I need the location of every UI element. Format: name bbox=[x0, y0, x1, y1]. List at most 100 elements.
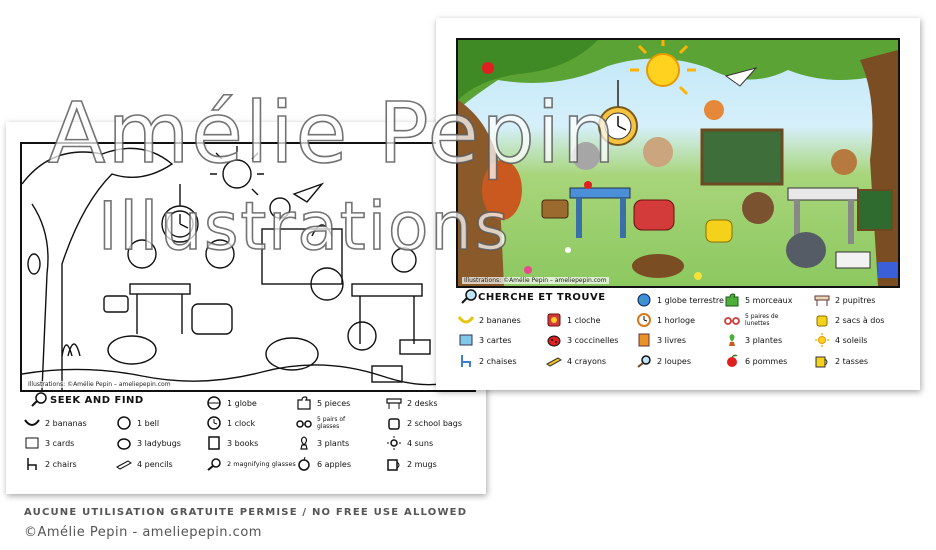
glasses-icon bbox=[724, 313, 740, 327]
coloring-scene-illustration: Illustrations: ©Amélie Pepin – ameliepep… bbox=[20, 142, 476, 392]
legend-item-label: 3 coccinelles bbox=[567, 335, 619, 345]
legend-item: 1 clock bbox=[206, 414, 255, 432]
legend-item: 2 desks bbox=[386, 394, 438, 412]
book-icon bbox=[206, 436, 222, 450]
legend-item-label: 2 mugs bbox=[407, 459, 437, 469]
mug-icon bbox=[386, 457, 402, 471]
globe-icon bbox=[206, 396, 222, 410]
magnifying-glass-icon bbox=[636, 354, 652, 368]
legend-item-label: 3 cartes bbox=[479, 335, 512, 345]
legend-item-label: 1 cloche bbox=[567, 315, 601, 325]
legend-item-label: 1 horloge bbox=[657, 315, 696, 325]
legend-item: 5 paires de lunettes bbox=[724, 311, 787, 329]
color-sheet-french: Illustrations: ©Amélie Pepin – ameliepep… bbox=[436, 18, 920, 390]
legend-item-label: 4 suns bbox=[407, 438, 434, 448]
legend-item-label: 2 school bags bbox=[407, 418, 463, 428]
legend-item-label: 5 pairs of glasses bbox=[317, 416, 346, 430]
puzzle-icon bbox=[724, 293, 740, 307]
legend-item-label: 4 soleils bbox=[835, 335, 868, 345]
legend-item: 6 apples bbox=[296, 455, 351, 473]
legend-item: 2 bananes bbox=[457, 311, 521, 329]
sun-icon bbox=[814, 333, 830, 347]
color-scene-art bbox=[458, 40, 898, 286]
legend-item-label: 6 apples bbox=[317, 459, 352, 469]
map-icon bbox=[458, 333, 474, 347]
legend-item-label: 2 chairs bbox=[45, 459, 77, 469]
legend-item-label: 3 plants bbox=[317, 438, 350, 448]
plant-icon bbox=[724, 333, 740, 347]
legend-item-label: 5 pieces bbox=[317, 398, 351, 408]
legend-item: 4 crayons bbox=[546, 352, 606, 370]
magnifying-glass-icon bbox=[206, 457, 222, 471]
legend-item-label: 2 loupes bbox=[657, 356, 691, 366]
map-icon bbox=[24, 436, 40, 450]
legend-item: 2 school bags bbox=[386, 414, 462, 432]
ladybug-icon bbox=[116, 436, 132, 450]
magnifier-icon bbox=[460, 288, 478, 304]
sun-icon bbox=[386, 436, 402, 450]
legend-item: 5 pairs of glasses bbox=[296, 414, 359, 432]
legend-item: 3 livres bbox=[636, 331, 686, 349]
legend-item: 2 chairs bbox=[24, 455, 77, 473]
legend-item: 3 cartes bbox=[458, 331, 511, 349]
legend-item-label: 2 bananes bbox=[479, 315, 521, 325]
legend-item: 1 globe bbox=[206, 394, 257, 412]
legend-item: 2 chaises bbox=[458, 352, 516, 370]
legend-item: 2 mugs bbox=[386, 455, 437, 473]
chair-icon bbox=[24, 457, 40, 471]
coloring-sheet-english: Illustrations: ©Amélie Pepin – ameliepep… bbox=[6, 122, 486, 494]
desk-icon bbox=[814, 293, 830, 307]
mug-icon bbox=[814, 354, 830, 368]
legend-item-label: 3 plantes bbox=[745, 335, 783, 345]
legend-item: 2 tasses bbox=[814, 352, 868, 370]
plant-icon bbox=[296, 436, 312, 450]
pencil-icon bbox=[546, 354, 562, 368]
bell-icon bbox=[116, 416, 132, 430]
banana-icon bbox=[24, 416, 40, 430]
legend-item: 1 horloge bbox=[636, 311, 695, 329]
legend-item: 2 sacs à dos bbox=[814, 311, 884, 329]
legend-item-label: 2 bananas bbox=[45, 418, 87, 428]
legend-title: SEEK AND FIND bbox=[50, 395, 144, 406]
legend-item: 1 bell bbox=[116, 414, 159, 432]
apple-icon bbox=[296, 456, 312, 471]
legend-item: 3 plantes bbox=[724, 331, 782, 349]
legend-item-label: 3 livres bbox=[657, 335, 687, 345]
legend-item-label: 4 pencils bbox=[137, 459, 173, 469]
legend-item-label: 3 books bbox=[227, 438, 259, 448]
legend-item-label: 6 pommes bbox=[745, 356, 788, 366]
legend-item: 4 soleils bbox=[814, 331, 867, 349]
legend-title: CHERCHE ET TROUVE bbox=[478, 292, 606, 303]
glasses-icon bbox=[296, 416, 312, 430]
legend-item: 3 plants bbox=[296, 434, 349, 452]
legend-item-label: 1 globe terrestre bbox=[657, 295, 724, 305]
color-scene-illustration: Illustrations: ©Amélie Pepin – ameliepep… bbox=[456, 38, 900, 288]
legend-item: 2 magnifying glasses bbox=[206, 455, 296, 473]
legend-item-label: 1 clock bbox=[227, 418, 256, 428]
legend-item: 4 pencils bbox=[116, 455, 173, 473]
legend-item-label: 2 sacs à dos bbox=[835, 315, 885, 325]
book-icon bbox=[636, 333, 652, 347]
legend-item: 1 cloche bbox=[546, 311, 601, 329]
globe-icon bbox=[636, 293, 652, 307]
usage-notice: AUCUNE UTILISATION GRATUITE PERMISE / NO… bbox=[24, 507, 468, 518]
legend-item: 6 pommes bbox=[724, 352, 787, 370]
legend-item-label: 1 globe bbox=[227, 398, 257, 408]
legend-item-label: 3 ladybugs bbox=[137, 438, 181, 448]
apple-icon bbox=[724, 354, 740, 368]
schoolbag-icon bbox=[814, 313, 830, 327]
legend-item: 4 suns bbox=[386, 434, 433, 452]
legend-item: 5 pieces bbox=[296, 394, 350, 412]
copyright-line: ©Amélie Pepin - ameliepepin.com bbox=[24, 525, 262, 540]
magnifier-icon bbox=[30, 391, 48, 407]
legend-item: 1 globe terrestre bbox=[636, 291, 724, 309]
legend-item-label: 2 pupitres bbox=[835, 295, 876, 305]
legend-item: 2 pupitres bbox=[814, 291, 875, 309]
legend-item: 5 morceaux bbox=[724, 291, 792, 309]
desk-icon bbox=[386, 396, 402, 410]
clock-icon bbox=[636, 313, 652, 327]
pencil-icon bbox=[116, 457, 132, 471]
legend-item: 3 ladybugs bbox=[116, 434, 181, 452]
puzzle-icon bbox=[296, 396, 312, 410]
coloring-scene-lineart bbox=[22, 146, 474, 390]
